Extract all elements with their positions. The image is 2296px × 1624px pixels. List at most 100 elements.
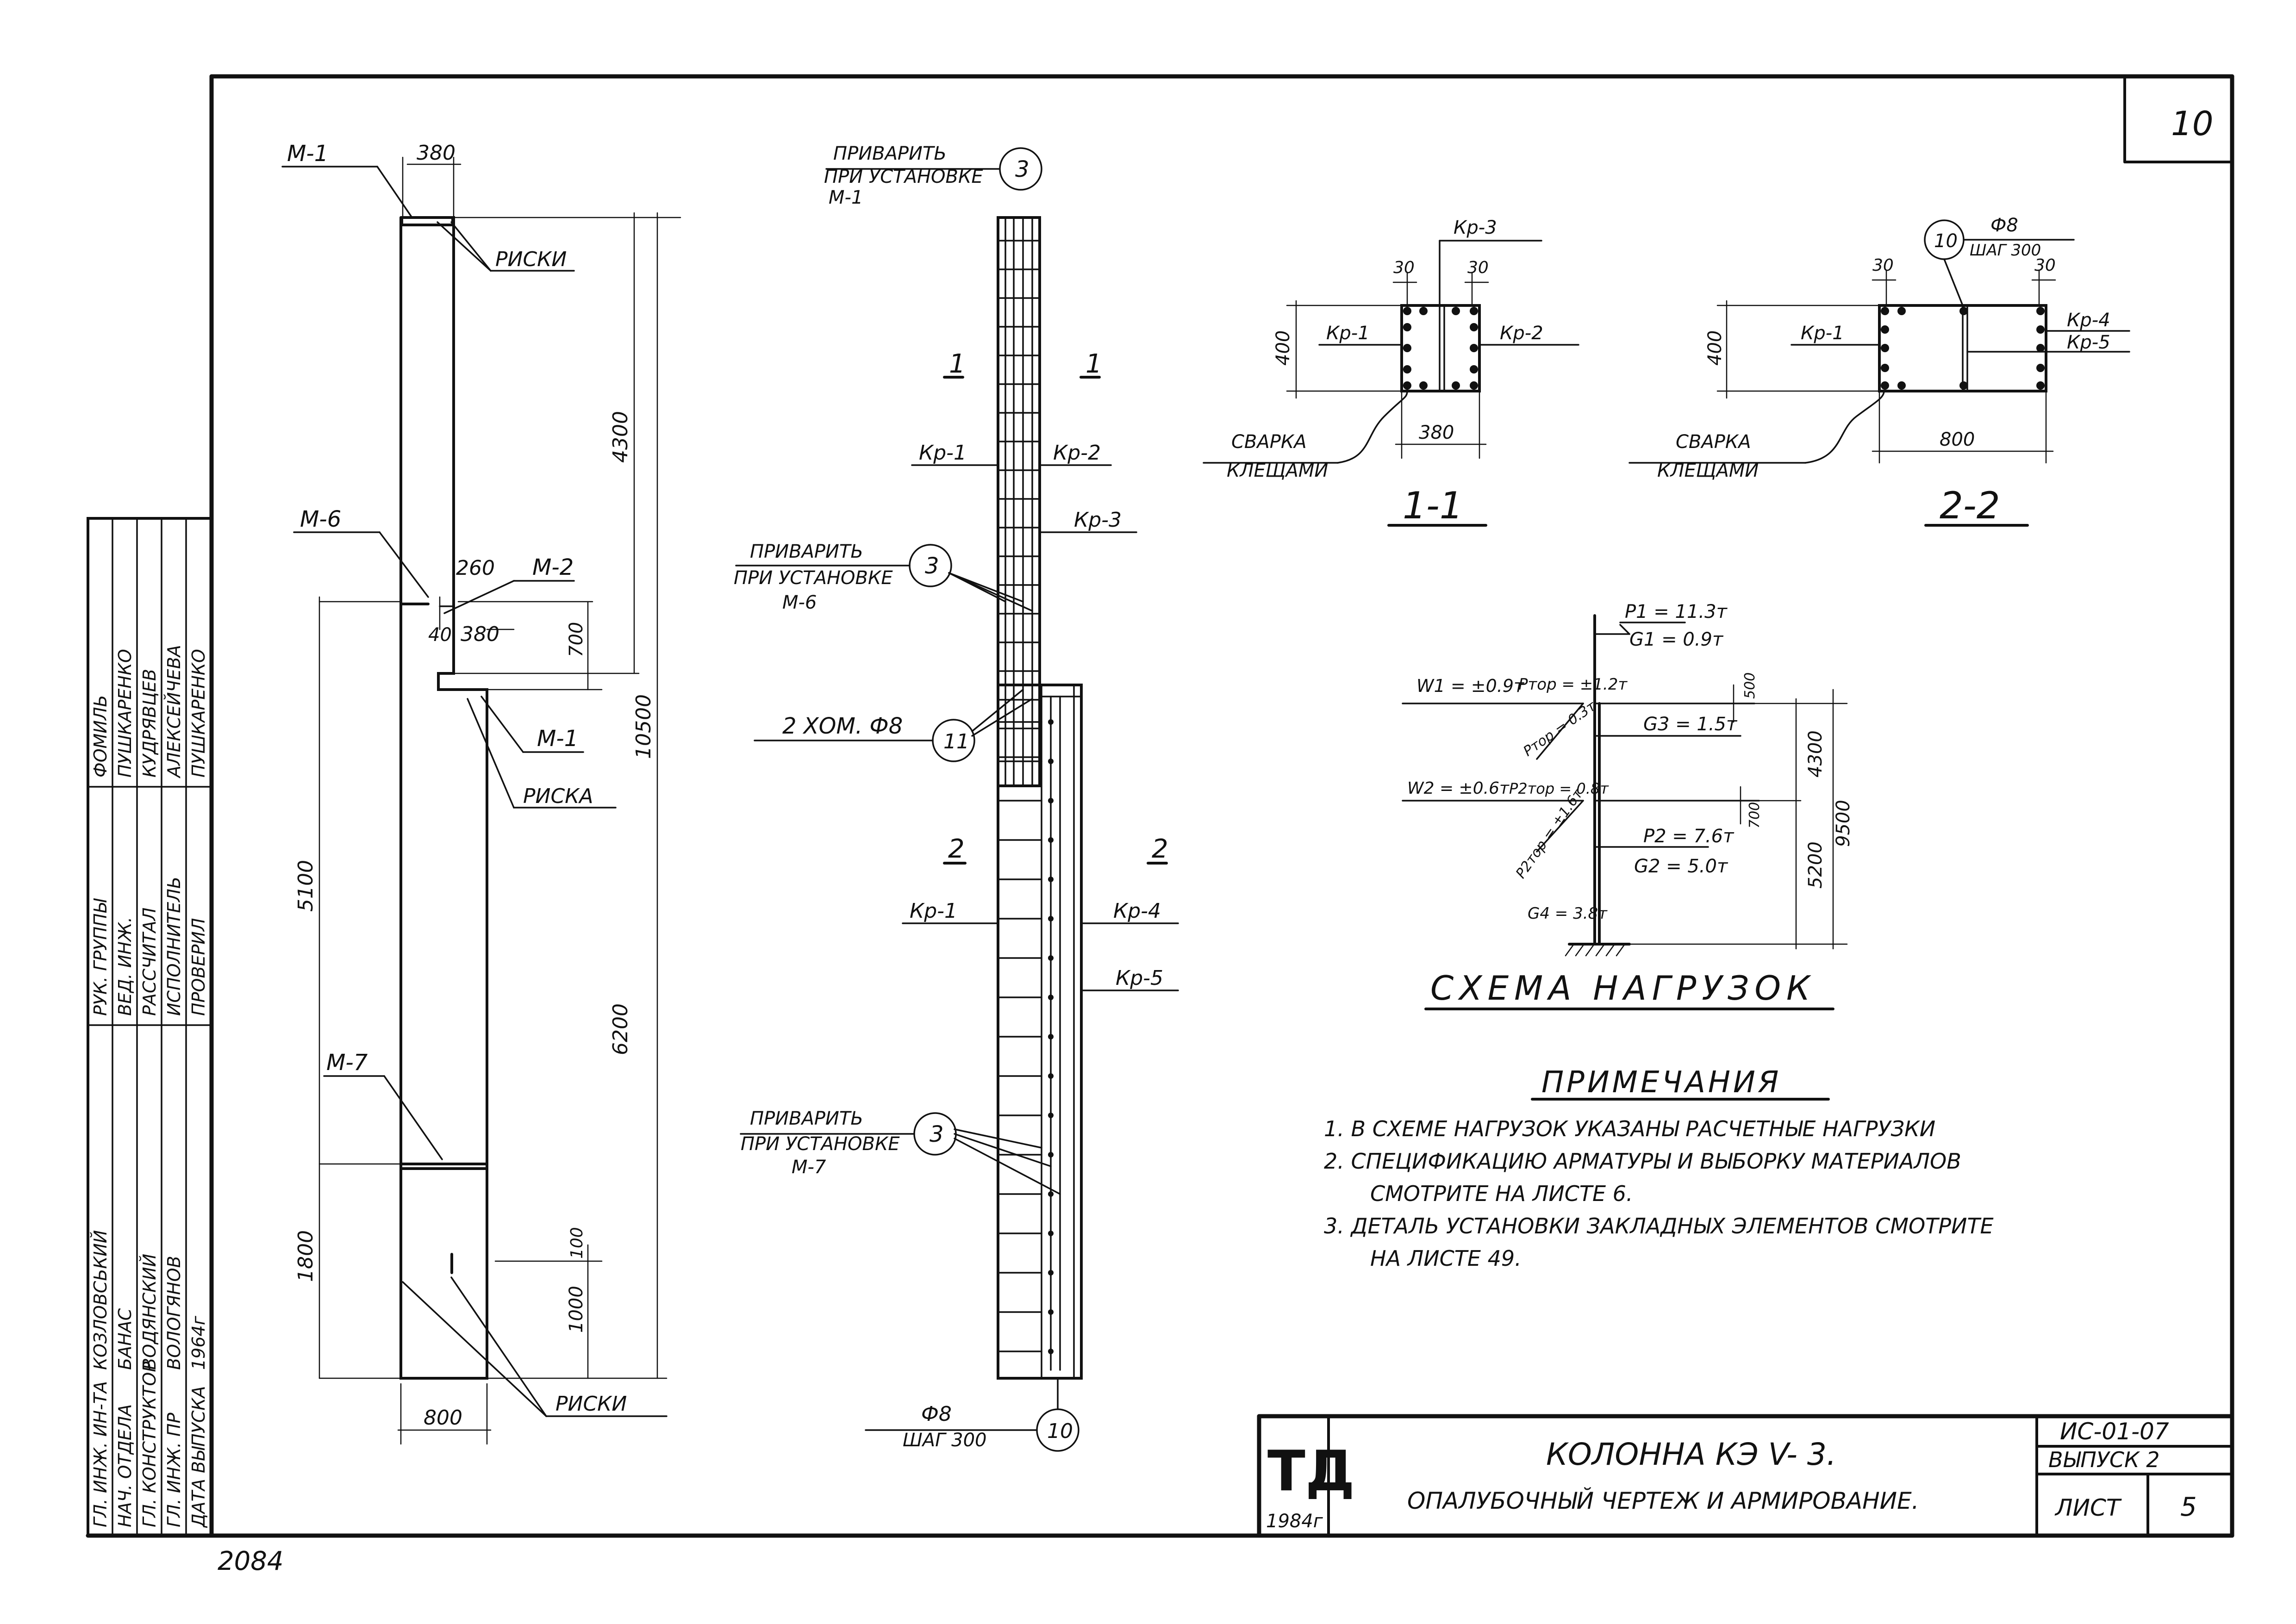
stamp-role: ВЕД. ИНЖ. [115,917,135,1016]
sec1-cover-right: 30 [1467,258,1489,277]
stamp-name: АЛЕКСЕЙЧЕВА [164,645,184,779]
load-dim-5200: 5200 [1805,841,1826,889]
rebar-dot [1470,381,1478,390]
callout-11: 11 [943,730,969,753]
rebar-dot [1470,307,1478,315]
section-1-1: 400 380 30 30 Кр-3 Кр-1 Кр-2 СВАРКА КЛЕЩ… [1203,217,1579,527]
load-p1: P1 = 11.3т [1625,601,1728,622]
sec2-weld-1: СВАРКА [1676,431,1751,453]
stamp-role: ГЛ. ИНЖ. ПР [164,1412,184,1527]
cage-kr1-lower: Кр-1 [910,899,957,923]
rebar-dot [1897,307,1906,315]
sec2-kr4: Кр-4 [2067,310,2110,331]
label-riska-mid: РИСКА [523,784,593,808]
sheet-number-box: 10 [2123,75,2234,163]
rebar-dot [1470,365,1478,373]
logo-year: 1984г [1266,1511,1323,1532]
sec1-cover-left: 30 [1393,258,1415,277]
stamp-name: КУДРЯВЦЕВ [139,669,160,778]
rebar-dot [1419,381,1428,390]
rebar-dot [1881,381,1889,390]
rebar-dot [2036,381,2045,390]
dim-h-100: 100 [568,1227,586,1259]
load-dim-500: 500 [1742,672,1758,699]
drawing-subtitle: ОПАЛУБОЧНЫЙ ЧЕРТЕЖ И АРМИРОВАНИЕ. [1407,1487,1919,1514]
sec2-title: 2-2 [1940,484,2000,527]
label-m1-top: М-1 [287,141,328,167]
sheet-frame [86,74,2234,1538]
formwork-drawing: М-1 380 РИСКИ М-6 260 М-2 40 380 М-1 РИС… [281,141,681,1445]
hatch-line [1595,943,1605,957]
dim-h-1800: 1800 [294,1230,318,1282]
sheet-number: 10 [2171,104,2214,143]
note-2: 2. СПЕЦИФИКАЦИЮ АРМАТУРЫ И ВЫБОРКУ МАТЕР… [1324,1149,1961,1174]
dim-w-mid1: 260 [456,556,495,580]
sec2-height: 400 [1704,330,1726,366]
load-g1: G1 = 0.9т [1629,629,1724,650]
rebar-dot [1470,344,1478,352]
dim-h-700: 700 [566,622,587,657]
stamp-role: РАССЧИТАЛ [139,908,160,1016]
label-m2: М-2 [532,554,574,580]
load-p2-top: P2тор = 0.8т [1509,780,1609,797]
sec1-weld-1: СВАРКА [1231,431,1307,453]
label-m7: М-7 [326,1050,368,1076]
notes: ПРИМЕЧАНИЯ 1. В СХЕМЕ НАГРУЗОК УКАЗАНЫ Р… [1324,1065,1994,1271]
sec1-height: 400 [1273,330,1294,366]
load-dim-9500: 9500 [1833,800,1854,847]
stamp-name: ПУШКАРЕНКО [188,649,209,778]
notes-title: ПРИМЕЧАНИЯ [1541,1065,1781,1100]
sec2-cover-left: 30 [1872,256,1894,275]
cage-kr4: Кр-4 [1113,899,1161,923]
label-riski-bottom: РИСКИ [555,1392,627,1416]
dim-h-4300: 4300 [609,411,632,463]
sheet-label: ЛИСТ [2054,1494,2122,1521]
load-g4: G4 = 3.8т [1528,904,1608,923]
weld-low-line1: ПРИВАРИТЬ [750,1108,863,1129]
hatch-line [1565,943,1575,957]
load-p2: P2 = 7.6т [1643,826,1734,847]
rebar-dot [1403,381,1411,390]
rebar-dot [1403,323,1411,331]
sec1-weld-2: КЛЕЩАМИ [1227,460,1328,481]
rebar-dot [1881,307,1889,315]
label-m1-mid: М-1 [537,726,578,752]
hatch-line [1585,943,1595,957]
stamp-role: ГЛ. ИНЖ. ИН-ТА [90,1381,111,1527]
section-2-2: 400 800 30 30 10 Ф8 ШАГ 300 Кр-1 Кр-4 Кр… [1628,215,2130,527]
stamp-name: КОЗЛОВСЬКИЙ [90,1230,111,1370]
stamp-role: ГЛ. КОНСТРУКТОР [139,1362,160,1527]
rebar-dot [1881,364,1889,372]
stamp-name: 1964г [188,1315,209,1370]
reinforcement-drawing: 1 1 2 2 Кр-1 Кр-2 Кр-3 Кр-1 Кр-4 Кр-5 ПР… [734,143,1179,1452]
hatch-line [1616,943,1626,957]
sec2-weld-2: КЛЕЩАМИ [1657,460,1759,481]
logo-mark: ТД [1267,1439,1355,1504]
rebar-dot [1881,325,1889,334]
load-scheme-title: СХЕМА НАГРУЗОК [1430,969,1816,1008]
rebar-dot [1403,307,1411,315]
approval-stamp: ГЛ. ИНЖ. ИН-ТА КОЗЛОВСЬКИЙ НАЧ. ОТДЕЛА БАНА… [87,517,213,1537]
archive-number: 2084 [218,1546,284,1576]
sec2-callout: 10 [1934,230,1958,252]
callout-3-top: 3 [1015,156,1029,182]
rebar-dot [1452,381,1460,390]
stamp-role: НАЧ. ОТДЕЛА [115,1404,135,1527]
stamp-name: ВОДЯНСКИЙ [139,1254,160,1370]
weld-top-line3: М-1 [829,187,863,208]
dim-h-1000: 1000 [566,1286,587,1333]
rebar-dot [1959,307,1968,315]
weld-low-line2: ПРИ УСТАНОВКЕ [741,1133,900,1155]
stamp-name: БАНАС [115,1308,135,1370]
section-cut-2-right: 2 [1152,834,1168,864]
stamp-text: ГЛ. ИНЖ. ИН-ТА КОЗЛОВСЬКИЙ НАЧ. ОТДЕЛА БАНА… [90,645,209,1528]
sec2-kr1: Кр-1 [1801,323,1844,344]
cage-kr2: Кр-2 [1053,441,1101,465]
hatch-line [1575,943,1585,957]
section-2-2-bars [1881,307,2045,390]
rebar-dot [2036,364,2045,372]
bottom-bar-dia: Ф8 [921,1402,952,1426]
hatch-line [1605,943,1616,957]
callout-3-mid: 3 [925,553,939,579]
